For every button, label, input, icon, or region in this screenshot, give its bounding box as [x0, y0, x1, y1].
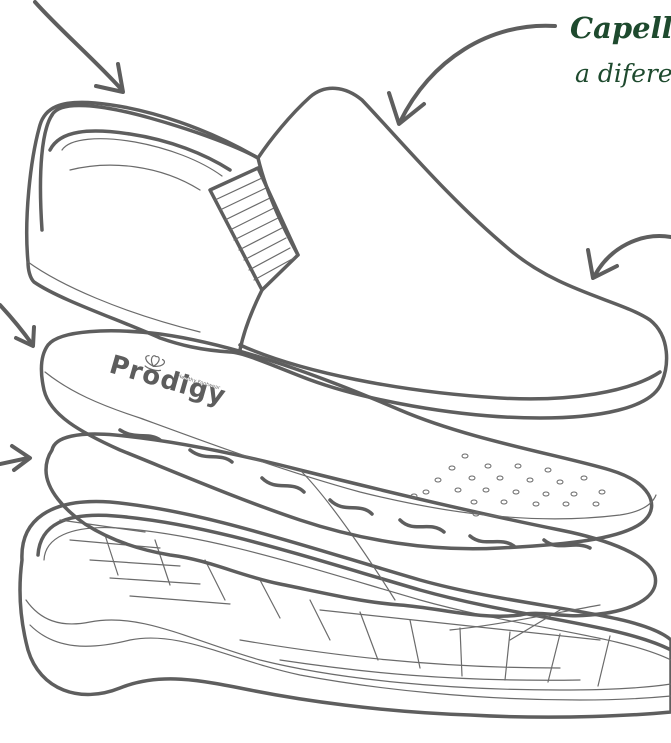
arrow-top-left — [35, 2, 123, 92]
elastic-gusset — [215, 178, 294, 280]
arrow-right — [588, 236, 671, 278]
brand-logo: Prodigy Healthy Footwear — [106, 345, 231, 412]
annotation-title: Capello — [570, 11, 671, 45]
arrow-left-midsole — [0, 446, 30, 470]
annotation-subtitle: a difere — [575, 59, 671, 88]
midsole — [46, 434, 656, 616]
arrow-top-center — [389, 26, 555, 124]
ventilation-holes — [411, 454, 605, 516]
brand-name: Prodigy — [106, 350, 229, 412]
arrow-left-insole — [0, 305, 34, 346]
